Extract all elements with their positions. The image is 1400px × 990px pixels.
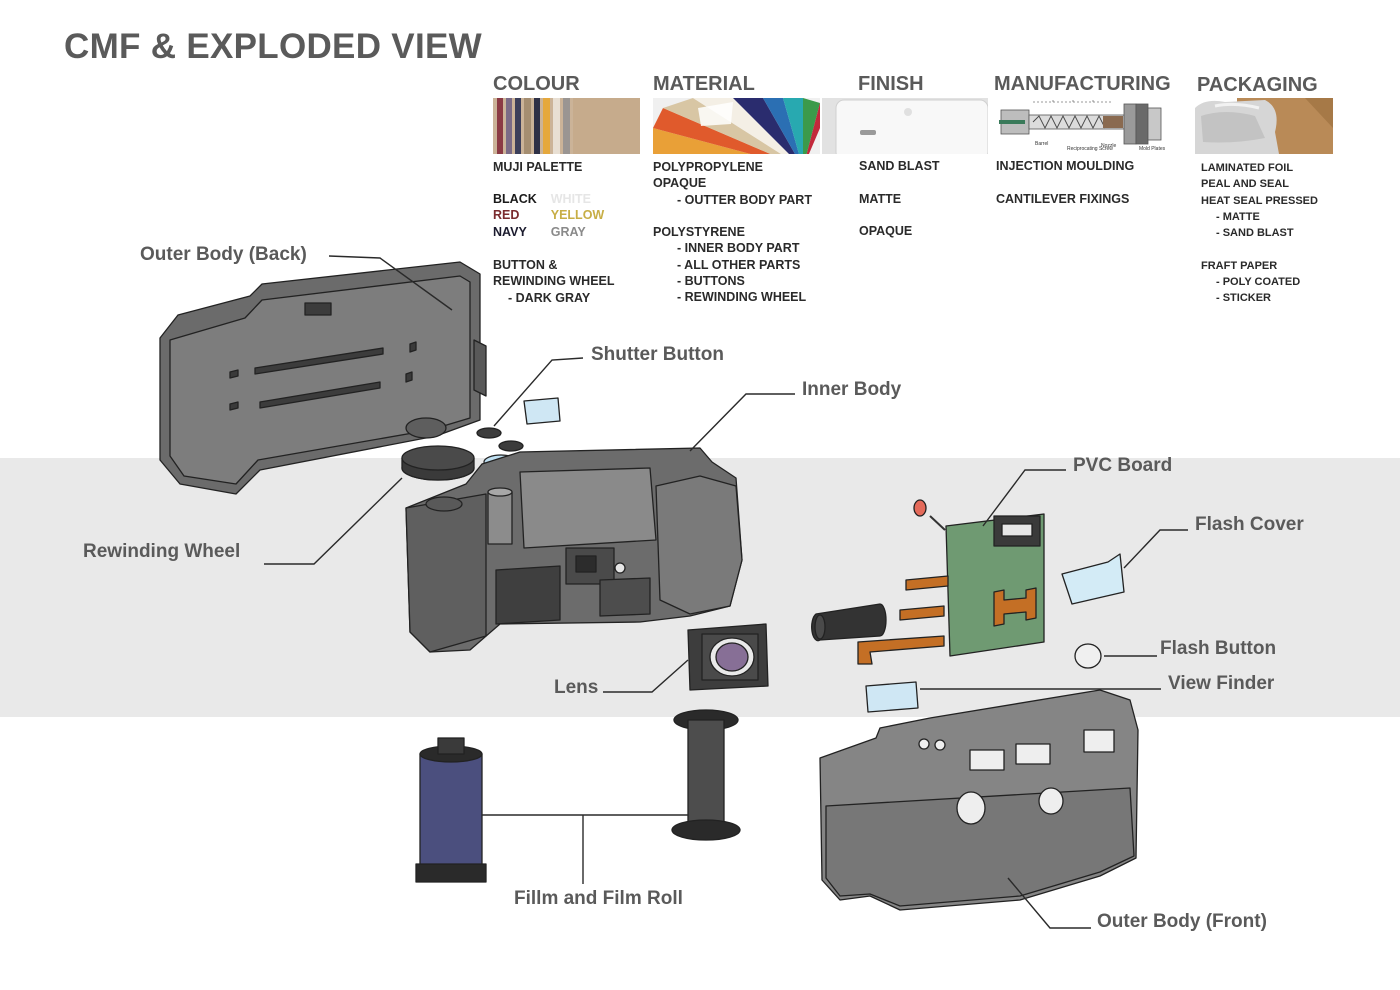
manufacturing-heading: MANUFACTURING bbox=[994, 73, 1171, 95]
label-film-roll: Fillm and Film Roll bbox=[514, 888, 683, 909]
rewinding-wheel-part bbox=[401, 445, 475, 481]
label-outer-body-back: Outer Body (Back) bbox=[140, 244, 307, 265]
spec-line: INJECTION MOULDING bbox=[996, 159, 1135, 173]
colour-list: BLACK WHITE RED YELLOW NAVY GRAY bbox=[493, 191, 618, 240]
label-pvc-board: PVC Board bbox=[1073, 455, 1173, 476]
label-lens: Lens bbox=[554, 677, 599, 698]
spec-line: LAMINATED FOIL bbox=[1201, 162, 1294, 174]
lens-part bbox=[687, 623, 769, 691]
colour-stripes bbox=[493, 98, 640, 154]
material-swatch-image bbox=[653, 98, 820, 154]
finish-heading: FINISH bbox=[858, 73, 924, 95]
packaging-swatch-image bbox=[1195, 98, 1333, 154]
manufacturing-diagram: Barrel Reciprocating Screw Nozzle Mold P… bbox=[993, 98, 1171, 154]
spec-line: FRAFT PAPER bbox=[1201, 259, 1278, 272]
colour-swatch-image bbox=[493, 98, 640, 154]
spec-line: - STICKER bbox=[1216, 292, 1271, 305]
spec-line: HEAT SEAL PRESSED bbox=[1201, 194, 1318, 207]
spec-line: REWINDING WHEEL bbox=[493, 274, 615, 289]
diagram-label: Reciprocating Screw bbox=[1067, 146, 1113, 152]
packaging-bags bbox=[1195, 98, 1333, 154]
spec-line: - ALL OTHER PARTS bbox=[677, 257, 801, 272]
manufacturing-specs: INJECTION MOULDING CANTILEVER FIXINGS bbox=[996, 158, 1134, 207]
packaging-heading: PACKAGING bbox=[1197, 74, 1318, 96]
spec-line: - REWINDING WHEEL bbox=[677, 290, 807, 305]
spec-line: SAND BLAST bbox=[859, 159, 940, 173]
spec-line: - OUTTER BODY PART bbox=[677, 192, 812, 207]
spec-line: POLYPROPYLENE bbox=[653, 160, 763, 174]
diagram-label: Nozzle bbox=[1101, 143, 1117, 149]
spec-line: PEAL AND SEAL bbox=[1201, 178, 1290, 191]
film-canister-part bbox=[415, 737, 487, 883]
flash-cover-part bbox=[1061, 553, 1125, 605]
leader-lines bbox=[264, 255, 1188, 929]
finish-specs: SAND BLAST MATTE OPAQUE bbox=[859, 158, 940, 239]
label-view-finder: View Finder bbox=[1168, 673, 1275, 694]
film-spool-part bbox=[671, 709, 741, 841]
material-fan bbox=[653, 98, 820, 154]
outer-body-front-part bbox=[819, 689, 1139, 911]
colour-navy: NAVY bbox=[493, 224, 527, 239]
spec-line: BUTTON & bbox=[493, 258, 558, 272]
colour-yellow: YELLOW bbox=[550, 208, 605, 223]
diagram-label: Barrel bbox=[1035, 141, 1048, 147]
colour-gray: GRAY bbox=[550, 224, 586, 239]
colour-palette-name: MUJI PALETTE bbox=[493, 160, 583, 174]
material-specs: POLYPROPYLENE OPAQUE - OUTTER BODY PART … bbox=[653, 159, 812, 306]
colour-red: RED bbox=[493, 208, 520, 223]
colour-heading: COLOUR bbox=[493, 73, 580, 95]
inner-body-part bbox=[405, 447, 743, 653]
spec-line: MATTE bbox=[859, 191, 902, 206]
spec-line: POLYSTYRENE bbox=[653, 225, 745, 240]
finish-swatch-image bbox=[822, 98, 988, 154]
colour-black: BLACK bbox=[493, 192, 537, 206]
spec-line: OPAQUE bbox=[653, 176, 707, 191]
spec-line: - SAND BLAST bbox=[1216, 227, 1294, 240]
label-shutter-button: Shutter Button bbox=[591, 344, 724, 365]
colour-notes: BUTTON & REWINDING WHEEL - DARK GRAY bbox=[493, 257, 615, 306]
diagram-label: Mold Plates bbox=[1139, 146, 1166, 152]
spec-line: - BUTTONS bbox=[677, 274, 745, 289]
colour-white: WHITE bbox=[550, 192, 592, 206]
label-flash-cover: Flash Cover bbox=[1195, 514, 1304, 535]
spec-line: - MATTE bbox=[1216, 210, 1260, 223]
spec-line: - INNER BODY PART bbox=[677, 241, 800, 256]
flash-button-part bbox=[1074, 643, 1102, 669]
packaging-specs: LAMINATED FOIL PEAL AND SEAL HEAT SEAL P… bbox=[1201, 160, 1318, 307]
spec-line: - POLY COATED bbox=[1216, 276, 1301, 289]
material-heading: MATERIAL bbox=[653, 73, 755, 95]
view-finder-part bbox=[865, 681, 919, 713]
label-outer-body-front: Outer Body (Front) bbox=[1097, 911, 1267, 932]
injection-moulding-diagram: Barrel Reciprocating Screw Nozzle Mold P… bbox=[999, 98, 1166, 152]
finish-device bbox=[822, 98, 988, 154]
label-flash-button: Flash Button bbox=[1160, 638, 1277, 659]
page-title: CMF & EXPLODED VIEW bbox=[64, 27, 482, 66]
spec-line: CANTILEVER FIXINGS bbox=[996, 191, 1130, 206]
pvc-board-part bbox=[811, 499, 1045, 665]
label-rewinding-wheel: Rewinding Wheel bbox=[83, 541, 241, 562]
spec-line: OPAQUE bbox=[859, 224, 913, 239]
spec-line: - DARK GRAY bbox=[508, 290, 591, 305]
outer-body-back-part bbox=[159, 261, 487, 495]
label-inner-body: Inner Body bbox=[802, 379, 902, 400]
